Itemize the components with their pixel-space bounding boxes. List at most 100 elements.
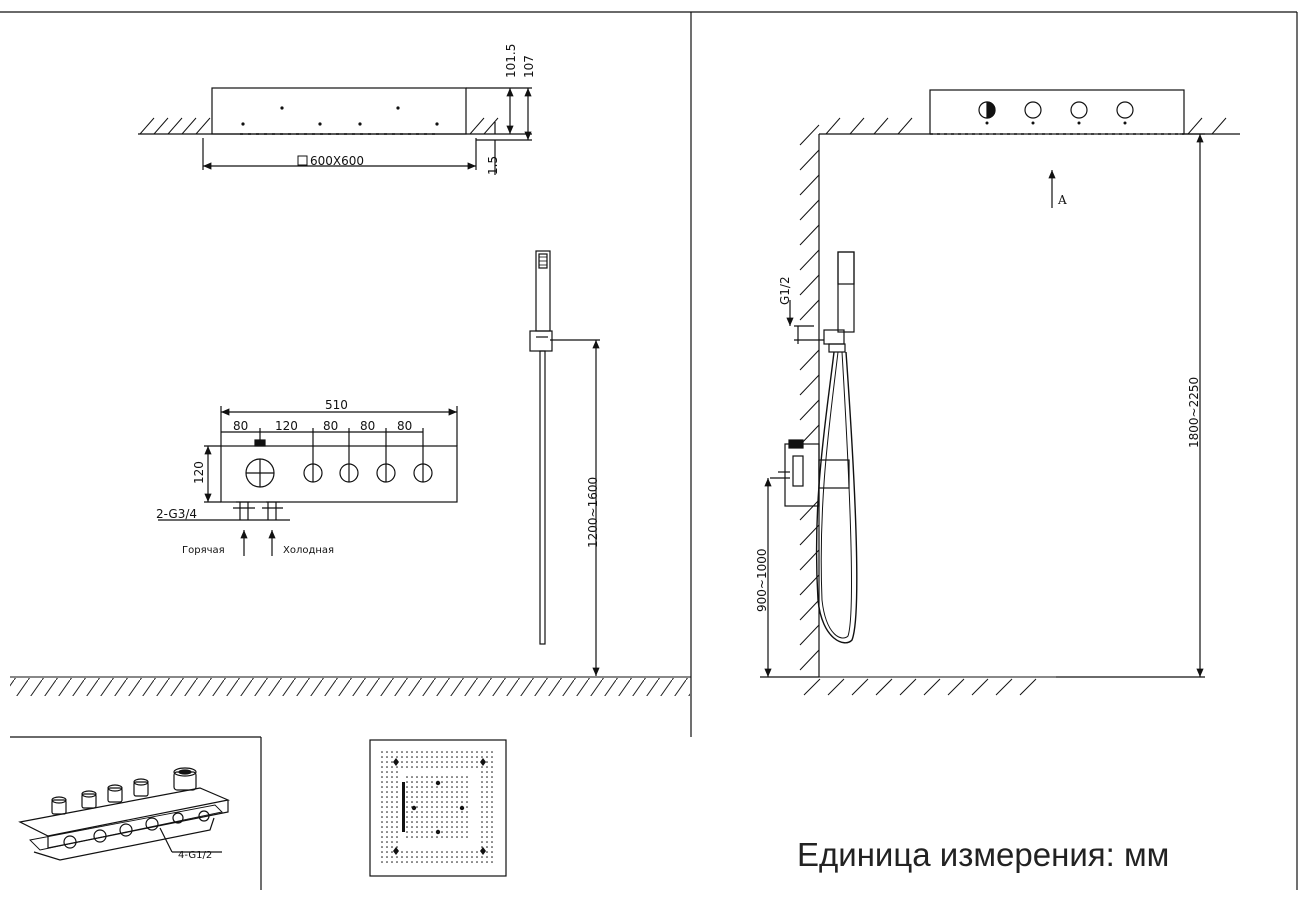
nozzle-dot (461, 751, 463, 753)
nozzle-dot (436, 861, 438, 863)
nozzle-dot (486, 851, 488, 853)
nozzle-dot (446, 851, 448, 853)
nozzle-dot (441, 816, 443, 818)
nozzle-dot (486, 831, 488, 833)
nozzle-dot (406, 791, 408, 793)
nozzle-dot (386, 801, 388, 803)
nozzle-dot (401, 766, 403, 768)
nozzle-dot (386, 766, 388, 768)
nozzle-dot (381, 766, 383, 768)
nozzle-dot (391, 786, 393, 788)
nozzle-dot (481, 831, 483, 833)
nozzle-dot (426, 826, 428, 828)
nozzle-dot (456, 836, 458, 838)
nozzle-dot (456, 791, 458, 793)
nozzle-dot (396, 751, 398, 753)
nozzle-dot (401, 856, 403, 858)
nozzle-dot (406, 856, 408, 858)
nozzle-dot (466, 806, 468, 808)
nozzle-dot (481, 801, 483, 803)
floor-hatch-left (10, 678, 690, 696)
nozzle-dot (431, 781, 433, 783)
nozzle-dot (446, 826, 448, 828)
nozzle-dot (441, 861, 443, 863)
nozzle-dot (431, 796, 433, 798)
nozzle-dot (401, 861, 403, 863)
nozzle-dot (411, 791, 413, 793)
nozzle-dot (431, 786, 433, 788)
nozzle-dot (381, 831, 383, 833)
nozzle-dot (441, 811, 443, 813)
nozzle-dot (421, 796, 423, 798)
dim-80-b: 80 (323, 419, 338, 433)
nozzle-dot (406, 836, 408, 838)
nozzle-dot (451, 786, 453, 788)
nozzle-dot (411, 786, 413, 788)
nozzle-dot (391, 861, 393, 863)
nozzle-dot (431, 856, 433, 858)
nozzle-dot (396, 796, 398, 798)
nozzle-dot (436, 751, 438, 753)
nozzle-dot (426, 776, 428, 778)
nozzle-dot (416, 801, 418, 803)
nozzle-dot (466, 856, 468, 858)
nozzle-dot (486, 801, 488, 803)
nozzle-dot (481, 781, 483, 783)
nozzle-dot (396, 831, 398, 833)
nozzle-dot (416, 781, 418, 783)
nozzle-dot (381, 786, 383, 788)
nozzle-dot (481, 796, 483, 798)
nozzle-dot (381, 781, 383, 783)
dim-1200-1600: 1200~1600 (586, 477, 600, 548)
nozzle-dot (421, 791, 423, 793)
nozzle-dot (381, 796, 383, 798)
nozzle-dot (411, 796, 413, 798)
nozzle-dot (396, 781, 398, 783)
nozzle-dot (436, 821, 438, 823)
nozzle-dot (421, 801, 423, 803)
nozzle-dot (381, 846, 383, 848)
nozzle-dot (491, 781, 493, 783)
nozzle-dot (456, 826, 458, 828)
nozzle-dot (416, 851, 418, 853)
nozzle-dot (446, 836, 448, 838)
nozzle-dot (401, 751, 403, 753)
nozzle-dot (491, 856, 493, 858)
nozzle-dot (461, 776, 463, 778)
nozzle-dot (466, 786, 468, 788)
nozzle-dot (471, 856, 473, 858)
nozzle-dot (451, 856, 453, 858)
nozzle-dot (486, 781, 488, 783)
nozzle-dot (446, 796, 448, 798)
nozzle-dot (466, 781, 468, 783)
nozzle-dot (461, 816, 463, 818)
nozzle-dot (446, 781, 448, 783)
nozzle-dot (381, 756, 383, 758)
nozzle-dot (381, 816, 383, 818)
hot-label: Горячая (182, 545, 225, 556)
nozzle-dot (381, 801, 383, 803)
nozzle-dot (426, 796, 428, 798)
outlet-g12-label: G1/2 (778, 276, 792, 305)
wall-hatch (799, 124, 820, 671)
nozzle-dot (406, 806, 408, 808)
nozzle-dot (441, 791, 443, 793)
nozzle-dot (386, 781, 388, 783)
nozzle-dot (391, 856, 393, 858)
nozzle-dot (416, 761, 418, 763)
nozzle-dot (386, 771, 388, 773)
nozzle-dot (431, 811, 433, 813)
nozzle-dot (436, 776, 438, 778)
nozzle-dot (446, 856, 448, 858)
nozzle-dot (456, 801, 458, 803)
nozzle-dot (396, 786, 398, 788)
nozzle-dot (441, 851, 443, 853)
nozzle-dot (491, 786, 493, 788)
nozzle-dot (486, 771, 488, 773)
nozzle-dot (411, 831, 413, 833)
dim-120-height: 120 (192, 461, 206, 484)
nozzle-dot (461, 826, 463, 828)
nozzle-dot (491, 806, 493, 808)
nozzle-dot (416, 821, 418, 823)
nozzle-dot (456, 856, 458, 858)
